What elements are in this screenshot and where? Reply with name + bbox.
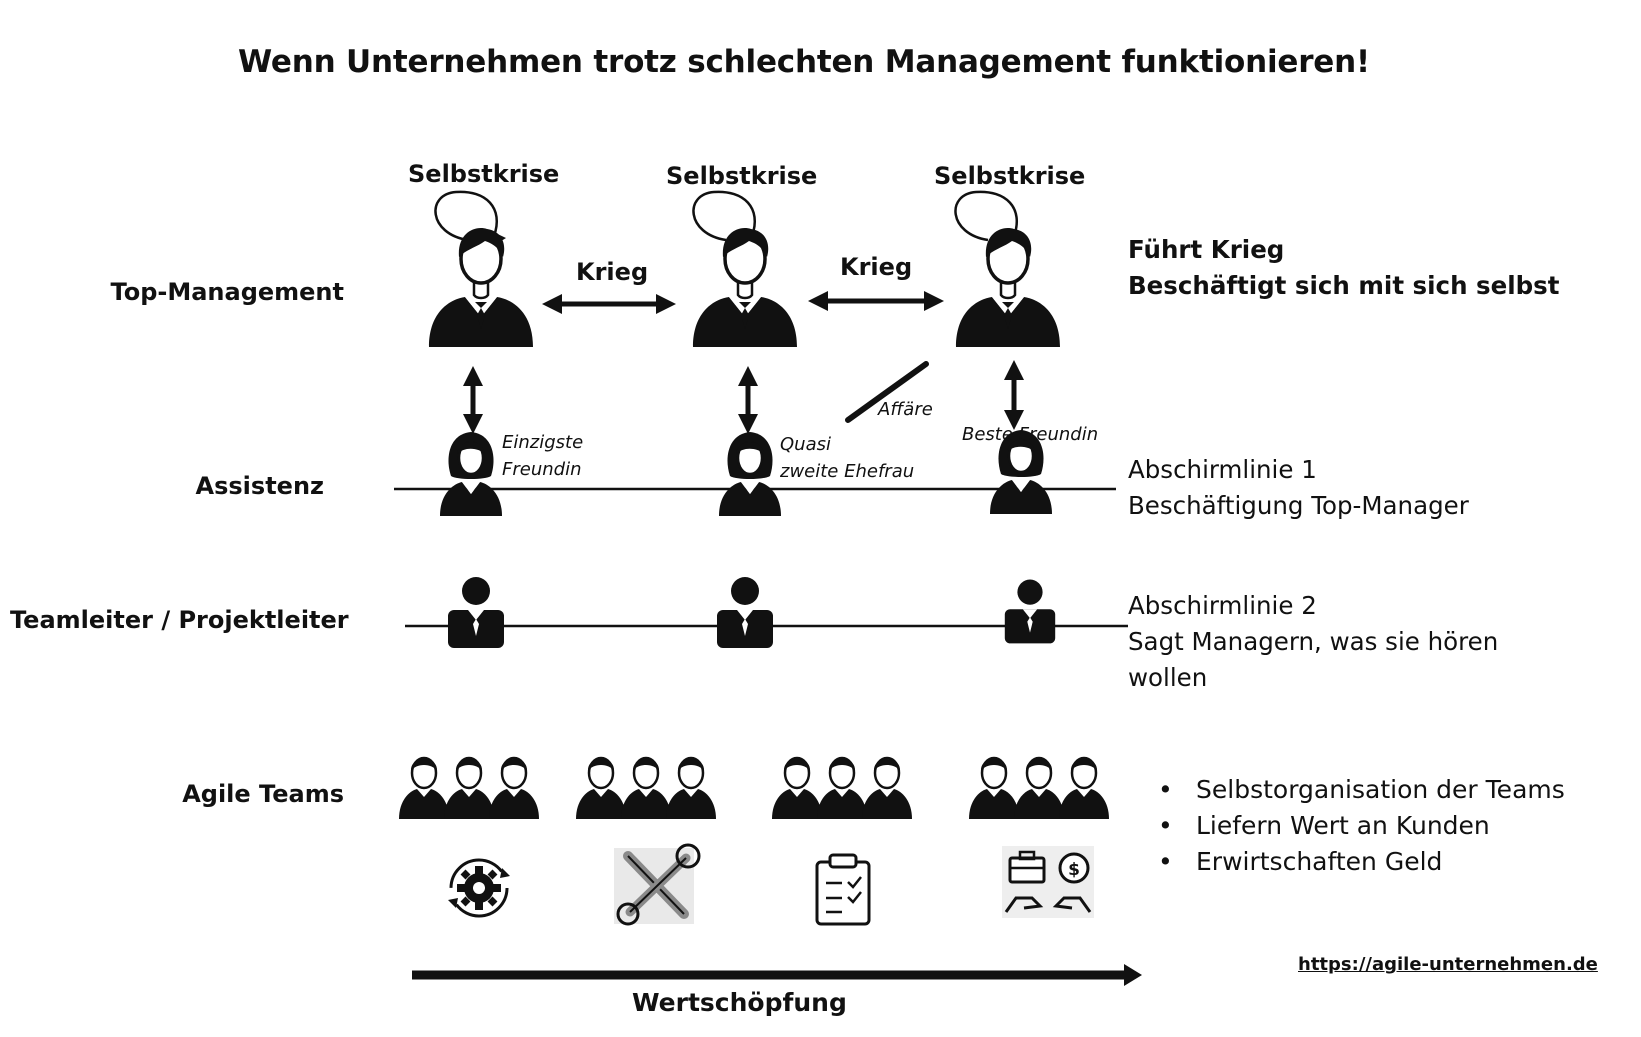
agile-team-icon	[399, 758, 539, 819]
relation-note: Beste Freundin	[962, 424, 1099, 445]
team-lead-icon	[717, 577, 773, 648]
assistant-icon	[438, 430, 504, 518]
tools-icon	[614, 843, 701, 926]
team-bullet: • Selbstorganisation der Teams	[1158, 772, 1565, 808]
team-bullet-list: • Selbstorganisation der Teams • Liefern W…	[1158, 772, 1565, 880]
affair-note: Affäre	[878, 399, 933, 420]
affair-line	[845, 361, 929, 423]
side-note-line: Abschirmlinie 2	[1128, 591, 1317, 620]
top-manager-icon	[427, 226, 535, 349]
bullet-dot: •	[1158, 811, 1173, 840]
page-title: Wenn Unternehmen trotz schlechten Manage…	[238, 44, 1370, 80]
top-manager-icon	[954, 226, 1062, 349]
agile-team-icon	[969, 758, 1109, 819]
svg-text:$: $	[1068, 860, 1080, 880]
team-bullet-text: Erwirtschaften Geld	[1196, 847, 1443, 876]
side-note-line: Beschäftigung Top-Manager	[1128, 491, 1469, 520]
side-note-top: Führt Krieg Beschäftigt sich mit sich se…	[1128, 232, 1559, 304]
agile-team-icon	[772, 758, 912, 819]
money-exchange-icon: $	[1002, 846, 1094, 918]
side-note-line: Abschirmlinie 1	[1128, 455, 1317, 484]
side-note-line: wollen	[1128, 663, 1208, 692]
war-label: Krieg	[576, 258, 649, 286]
relation-note-line: Einzigste	[502, 432, 584, 453]
team-lead-icon	[1004, 579, 1056, 644]
level-label-top-management: Top-Management	[110, 278, 344, 306]
team-lead-icon	[448, 577, 504, 648]
bullet-dot: •	[1158, 775, 1173, 804]
relation-note-line: Freundin	[502, 459, 582, 480]
side-note-line: Beschäftigt sich mit sich selbst	[1128, 271, 1560, 300]
relation-note-line: zweite Ehefrau	[780, 461, 915, 482]
bullet-dot: •	[1158, 847, 1173, 876]
relation-note: Quasi zweite Ehefrau	[780, 431, 914, 485]
level-label-teamleiter: Teamleiter / Projektleiter	[10, 606, 349, 634]
team-bullet-text: Liefern Wert an Kunden	[1196, 811, 1490, 840]
process-gear-icon	[448, 858, 510, 918]
level-label-assistenz: Assistenz	[195, 472, 324, 500]
side-note-shield-1: Abschirmlinie 1 Beschäftigung Top-Manage…	[1128, 452, 1469, 524]
side-note-line: Sagt Managern, was sie hören	[1128, 627, 1499, 656]
source-url-link[interactable]: https://agile-unternehmen.de	[1298, 954, 1598, 975]
team-bullet: • Liefern Wert an Kunden	[1158, 808, 1565, 844]
value-chain-arrow-head	[1124, 964, 1142, 986]
war-label: Krieg	[840, 253, 913, 281]
team-bullet: • Erwirtschaften Geld	[1158, 844, 1565, 880]
side-note-line: Führt Krieg	[1128, 235, 1285, 264]
assistant-icon	[717, 430, 783, 518]
checklist-icon	[815, 853, 871, 926]
team-bullet-text: Selbstorganisation der Teams	[1196, 775, 1565, 804]
value-chain-label: Wertschöpfung	[632, 988, 847, 1017]
self-crisis-label: Selbstkrise	[408, 160, 560, 188]
level-label-agile-teams: Agile Teams	[182, 780, 344, 808]
relation-note-line: Quasi	[780, 434, 831, 455]
self-crisis-label: Selbstkrise	[666, 162, 818, 190]
agile-team-icon	[576, 758, 716, 819]
side-note-shield-2: Abschirmlinie 2 Sagt Managern, was sie h…	[1128, 588, 1498, 696]
relation-note: Einzigste Freundin	[502, 429, 583, 483]
self-crisis-label: Selbstkrise	[934, 162, 1086, 190]
top-manager-icon	[691, 226, 799, 349]
